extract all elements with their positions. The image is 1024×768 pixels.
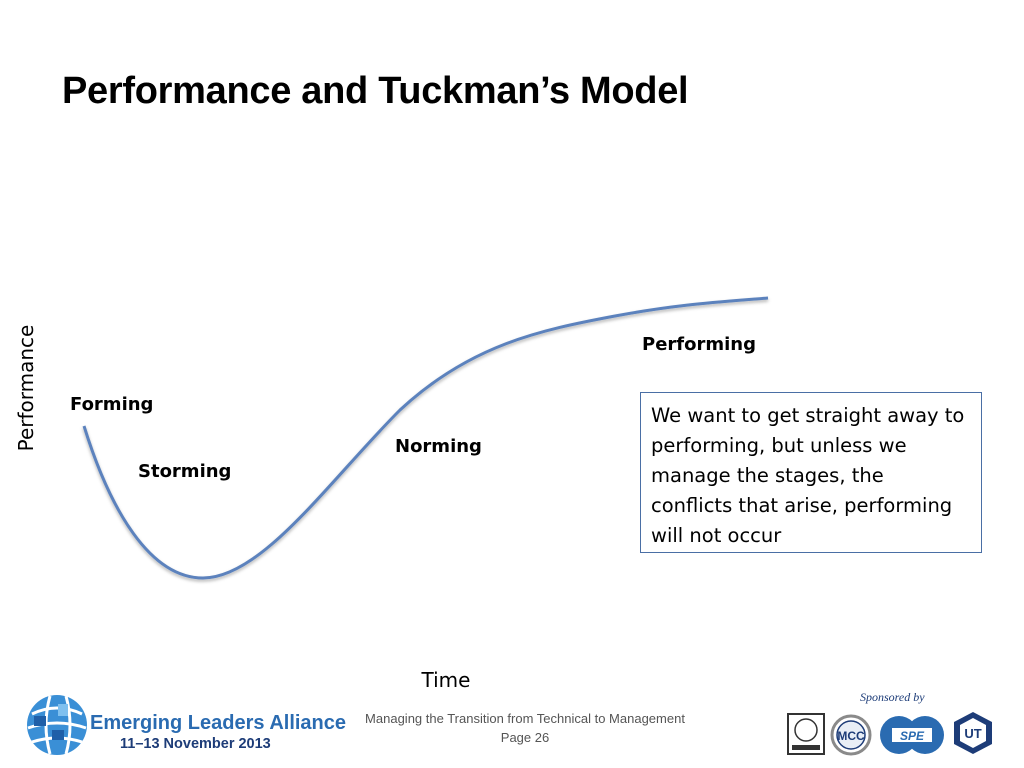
footer-text: Managing the Transition from Technical t… (365, 709, 685, 747)
performance-curve (82, 296, 769, 580)
org-name: Emerging Leaders Alliance (90, 712, 347, 734)
ela-logo: Emerging Leaders Alliance 11–13 November… (20, 690, 346, 760)
stage-forming: Forming (70, 394, 154, 415)
org-date: 11–13 November 2013 (120, 736, 271, 752)
stage-performing: Performing (642, 334, 756, 355)
callout-box: We want to get straight away to performi… (640, 392, 982, 553)
stage-storming: Storming (138, 461, 232, 482)
sponsored-by-label: Sponsored by (860, 690, 925, 704)
x-axis-label: Time (421, 668, 471, 692)
spe-logo: SPE (880, 716, 944, 754)
footer-line-1: Managing the Transition from Technical t… (365, 711, 685, 726)
svg-text:SPE: SPE (900, 729, 925, 743)
asce-ut-logo: UT (954, 712, 992, 754)
globe-icon (27, 695, 87, 755)
slide-title: Performance and Tuckman’s Model (62, 70, 689, 112)
svg-text:UT: UT (964, 726, 981, 741)
sponsor-logos: MCC SPE UT (784, 708, 1000, 758)
page-number: Page 26 (500, 730, 550, 745)
aime-logo (787, 713, 825, 755)
y-axis-label: Performance (14, 324, 38, 452)
mcc-logo: MCC (830, 714, 872, 756)
svg-text:MCC: MCC (837, 729, 865, 743)
stage-norming: Norming (395, 436, 482, 457)
